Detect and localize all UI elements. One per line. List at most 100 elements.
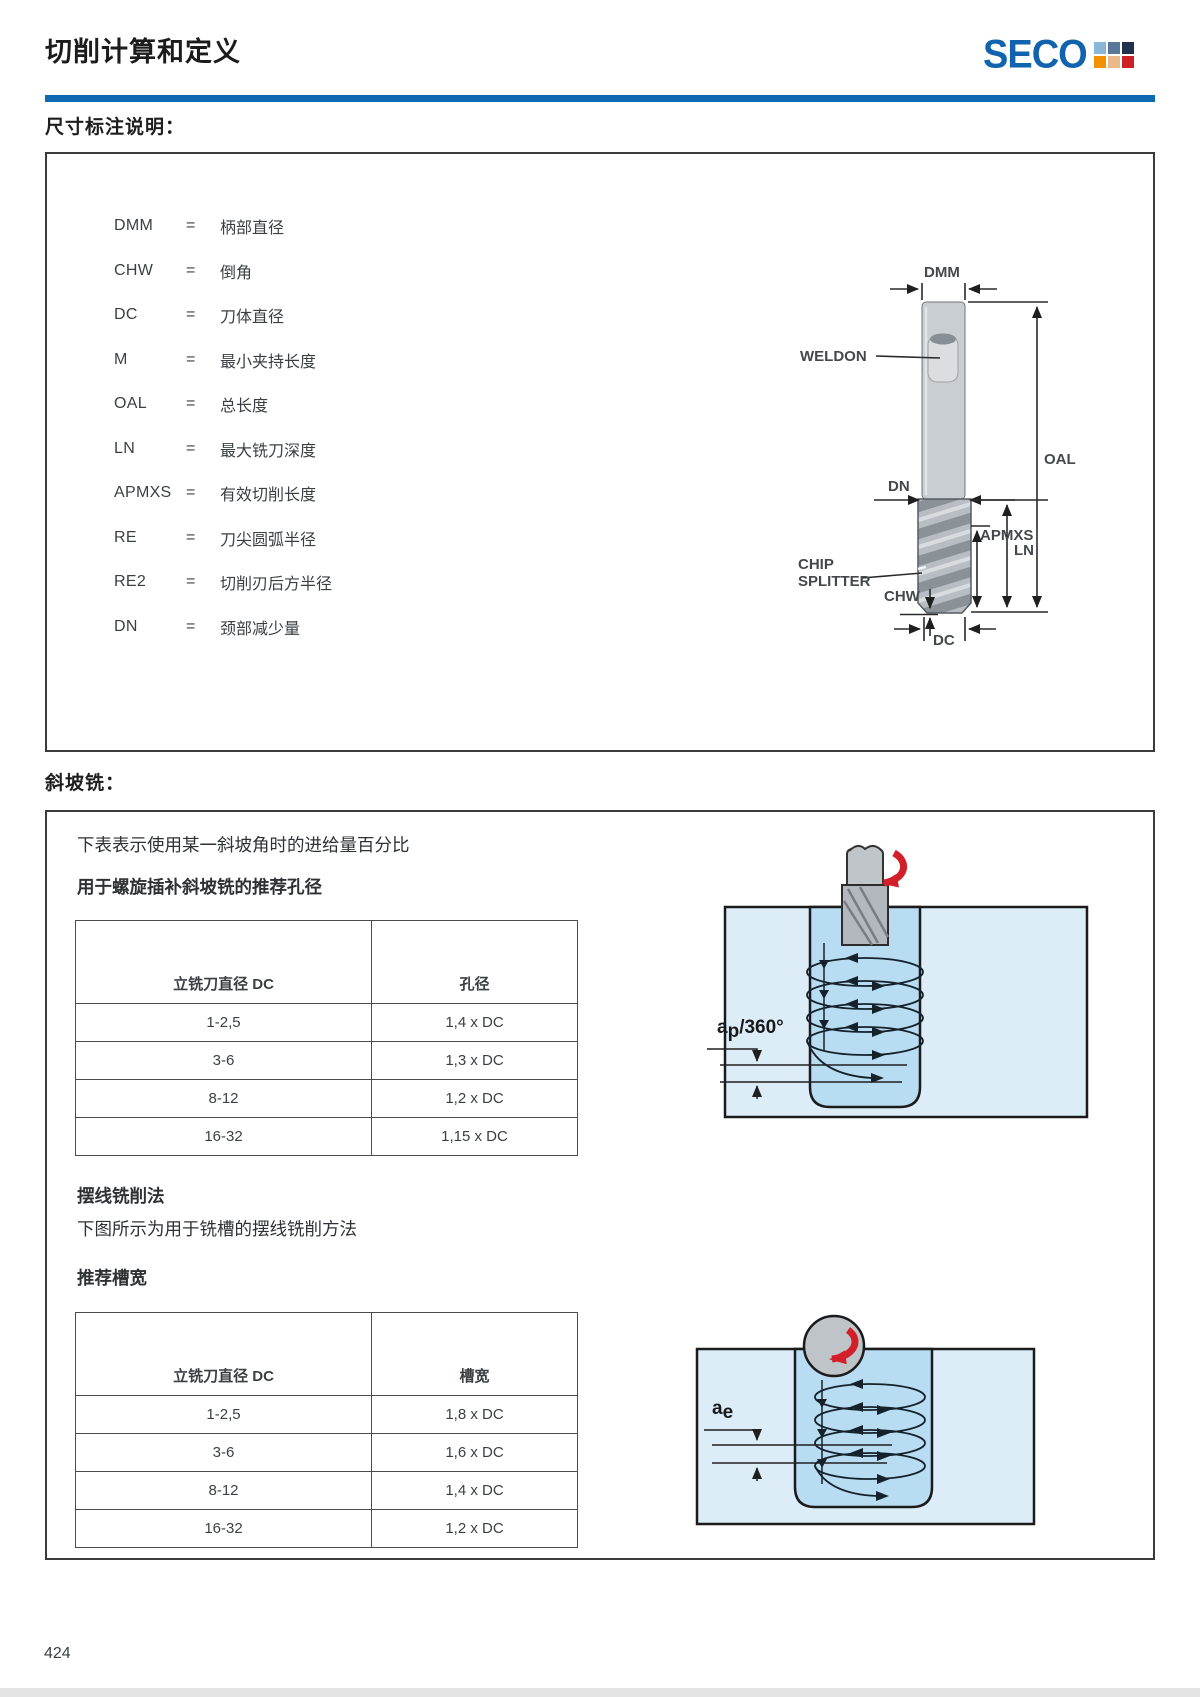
table-cell: 1,6 x DC bbox=[371, 1433, 578, 1472]
logo-square bbox=[1107, 56, 1120, 68]
ramping-intro: 下表表示使用某一斜坡角时的进给量百分比 bbox=[77, 835, 410, 855]
seco-logo: SECO bbox=[983, 32, 1134, 78]
helical-heading: 用于螺旋插补斜坡铣的推荐孔径 bbox=[77, 877, 322, 897]
definition-desc: 有效切削长度 bbox=[220, 487, 317, 505]
dmm-label: DMM bbox=[924, 264, 960, 281]
apmxs-dimension bbox=[971, 525, 990, 608]
table-cell: 1-2,5 bbox=[75, 1395, 372, 1434]
table-cell: 1,15 x DC bbox=[371, 1117, 578, 1156]
column-header: 立铣刀直径 DC bbox=[75, 920, 372, 1004]
definition-abbr: RE2 bbox=[114, 573, 147, 591]
logo-square bbox=[1121, 56, 1134, 68]
definition-list: DMM=柄部直径 CHW=倒角 DC=刀体直径 M=最小夹持长度 OAL=总长度… bbox=[114, 204, 332, 649]
chip-splitter-leader bbox=[861, 572, 923, 579]
equals-sign: = bbox=[186, 439, 196, 457]
table-header-row: 立铣刀直径 DC 孔径 bbox=[75, 920, 578, 1004]
definition-abbr: DC bbox=[114, 306, 138, 324]
helical-interpolation-diagram: ap/360° bbox=[707, 845, 1089, 1119]
ramping-section-title: 斜坡铣： bbox=[45, 773, 126, 794]
rotation-arrow-icon bbox=[881, 849, 907, 888]
slot-width-heading: 推荐槽宽 bbox=[77, 1268, 147, 1288]
column-header: 孔径 bbox=[371, 920, 578, 1004]
table-row: 3-6 1,6 x DC bbox=[75, 1433, 578, 1472]
table-cell: 16-32 bbox=[75, 1117, 372, 1156]
table-row: 8-12 1,4 x DC bbox=[75, 1471, 578, 1510]
definition-abbr: RE bbox=[114, 528, 137, 546]
tool-flutes bbox=[917, 498, 972, 614]
helix-arrowheads bbox=[819, 953, 885, 1083]
table-cell: 1,2 x DC bbox=[371, 1079, 578, 1118]
definition-desc: 切削刃后方半径 bbox=[220, 576, 333, 594]
ap-dimension bbox=[707, 1048, 907, 1099]
end-mill-cutter bbox=[841, 845, 890, 946]
chw-label: CHW bbox=[884, 588, 921, 605]
definition-desc: 颈部减少量 bbox=[220, 620, 301, 638]
page-number: 424 bbox=[44, 1645, 71, 1662]
definition-desc: 刀体直径 bbox=[220, 309, 285, 327]
definition-row: RE2=切削刃后方半径 bbox=[114, 560, 332, 605]
oal-dimension bbox=[968, 301, 1048, 613]
table-row: 8-12 1,2 x DC bbox=[75, 1079, 578, 1118]
table-cell: 1,8 x DC bbox=[371, 1395, 578, 1434]
definition-abbr: OAL bbox=[114, 395, 147, 413]
rotation-arrow-icon bbox=[829, 1327, 859, 1365]
weldon-label: WELDON bbox=[800, 348, 867, 365]
equals-sign: = bbox=[186, 261, 196, 279]
trochoidal-desc: 下图所示为用于铣槽的摆线铣削方法 bbox=[77, 1219, 357, 1239]
helix-path bbox=[806, 943, 924, 1079]
table-header-row: 立铣刀直径 DC 槽宽 bbox=[75, 1312, 578, 1396]
definition-desc: 柄部直径 bbox=[220, 220, 285, 238]
definition-row: LN=最大铣刀深度 bbox=[114, 427, 332, 472]
dmm-dimension bbox=[890, 283, 997, 300]
chw-dimension bbox=[900, 589, 938, 636]
definition-row: OAL=总长度 bbox=[114, 382, 332, 427]
definition-row: DN=颈部减少量 bbox=[114, 605, 332, 650]
definition-row: DC = 刀体直径 bbox=[114, 293, 332, 338]
table-cell: 3-6 bbox=[75, 1433, 372, 1472]
chip-splitter-label-line1: CHIP bbox=[798, 556, 834, 573]
dimension-box: DMM=柄部直径 CHW=倒角 DC=刀体直径 M=最小夹持长度 OAL=总长度… bbox=[45, 152, 1155, 752]
logo-square bbox=[1107, 42, 1120, 54]
table-cell: 1,4 x DC bbox=[371, 1003, 578, 1042]
trochoid-path bbox=[814, 1380, 926, 1497]
page-bottom-edge bbox=[0, 1688, 1200, 1697]
equals-sign: = bbox=[186, 350, 196, 368]
ae-dimension bbox=[704, 1429, 892, 1481]
equals-sign: = bbox=[186, 306, 196, 324]
logo-square bbox=[1093, 42, 1106, 54]
definition-abbr: M bbox=[114, 350, 128, 368]
definition-row: DMM=柄部直径 bbox=[114, 204, 332, 249]
table-row: 16-32 1,15 x DC bbox=[75, 1117, 578, 1156]
table-cell: 8-12 bbox=[75, 1471, 372, 1510]
chip-splitter-label-line2: SPLITTER bbox=[798, 573, 871, 590]
header-rule bbox=[45, 95, 1155, 102]
weldon-flat bbox=[927, 333, 959, 383]
definition-desc: 最小夹持长度 bbox=[220, 353, 317, 371]
ap-per-360-label: ap/360° bbox=[717, 1017, 784, 1042]
definition-desc: 刀尖圆弧半径 bbox=[220, 531, 317, 549]
dc-dimension bbox=[894, 617, 996, 641]
seco-logo-text: SECO bbox=[983, 32, 1088, 78]
definition-row: RE=刀尖圆弧半径 bbox=[114, 516, 332, 561]
equals-sign: = bbox=[186, 395, 196, 413]
oal-label: OAL bbox=[1044, 451, 1076, 468]
equals-sign: = bbox=[186, 217, 196, 235]
ae-label: ae bbox=[712, 1398, 733, 1423]
column-header: 立铣刀直径 DC bbox=[75, 1312, 372, 1396]
definition-abbr: LN bbox=[114, 439, 136, 457]
apmxs-label: APMXS bbox=[980, 527, 1033, 544]
equals-sign: = bbox=[186, 617, 196, 635]
table-cell: 1,4 x DC bbox=[371, 1471, 578, 1510]
trochoidal-heading: 摆线铣削法 bbox=[77, 1186, 165, 1206]
trochoid-arrowheads bbox=[817, 1379, 890, 1501]
table-row: 1-2,5 1,8 x DC bbox=[75, 1395, 578, 1434]
machined-hole bbox=[808, 905, 922, 1109]
trochoidal-milling-diagram: ae bbox=[695, 1314, 1036, 1526]
table-row: 3-6 1,3 x DC bbox=[75, 1041, 578, 1080]
table-cell: 1,3 x DC bbox=[371, 1041, 578, 1080]
tool-shank bbox=[921, 301, 966, 500]
column-header: 槽宽 bbox=[371, 1312, 578, 1396]
chip-splitter-notch bbox=[917, 565, 927, 571]
hole-diameter-table: 立铣刀直径 DC 孔径 1-2,5 1,4 x DC 3-6 1,3 x DC … bbox=[75, 920, 578, 1156]
